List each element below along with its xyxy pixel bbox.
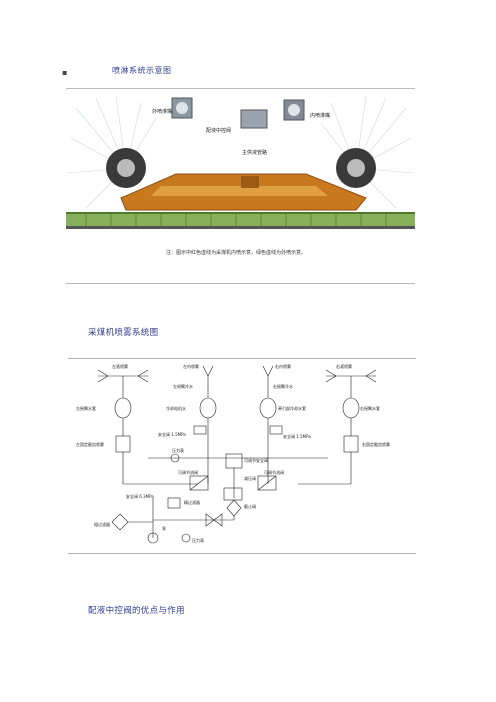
callout-outer-nozzle: 外喷淋嘴 <box>152 108 172 115</box>
label-right-spray: 右滚喷雾 <box>336 363 352 369</box>
label-safety-right: 安全阀 1.5MPa <box>283 433 311 439</box>
heading-spray-system: 喷淋系统示意图 <box>112 66 172 75</box>
label-inner-left: 左内喷雾 <box>183 363 199 369</box>
label-mid-left-water2: 左摇臂冷水 <box>173 383 193 389</box>
label-filter-mid: 精过滤器 <box>184 499 200 505</box>
bullet: ▪ <box>62 68 68 77</box>
label-safety-left: 安全阀 1.5MPa <box>158 431 186 437</box>
label-reducer-right: 可调节流阀 <box>264 469 284 475</box>
label-pump: 泵 <box>162 526 166 531</box>
spray-hydraulic-diagram: 左滚喷雾 左内喷雾 右内喷雾 右滚喷雾 左摇臂水套 左摇臂冷水 冷却电机水 右摇… <box>68 358 416 554</box>
heading-valve-advantages: 配液中控阀的优点与作用 <box>88 606 185 616</box>
label-left-spray: 左滚喷雾 <box>112 363 128 369</box>
heading-shearer-spray: 采煤机喷雾系统图 <box>88 328 159 338</box>
spray-system-figure: 外喷淋嘴 配液中控阀 内喷淋嘴 主供液管路 注：图示中红色虚线为采煤机内喷示意，… <box>66 88 415 284</box>
label-adjust-valve: 可调节安全阀 <box>244 457 268 463</box>
callout-main-pipe: 主供液管路 <box>242 149 267 156</box>
label-inner-right: 右内喷雾 <box>275 363 291 369</box>
label-mid-right-water2: 牵引部冷却水套 <box>278 405 306 411</box>
label-stop-valve: 截止阀 <box>244 503 256 509</box>
label-pressure-gauge-bottom: 压力表 <box>192 537 204 543</box>
label-safety-bottom: 安全阀 6.3MPa <box>126 493 154 499</box>
callout-control-valve: 配液中控阀 <box>206 127 231 134</box>
label-mid-left-water: 冷却电机水 <box>166 405 186 411</box>
figure-note: 注：图示中红色虚线为采煤机内喷示意，绿色虚线为外喷示意。 <box>166 249 306 256</box>
label-reducer-mid: 减压阀 <box>244 475 256 481</box>
callout-inner-nozzle: 内喷淋嘴 <box>310 112 330 119</box>
label-mid-right-water: 右摇臂冷水 <box>273 383 293 389</box>
label-right-filter: 右固定截齿喷雾 <box>362 441 390 447</box>
label-left-drum-water: 左摇臂水套 <box>76 405 96 411</box>
label-left-filter: 左固定截齿喷雾 <box>76 441 104 447</box>
label-reducer-left: 可调节流阀 <box>178 469 198 475</box>
label-right-drum-water: 右摇臂水套 <box>360 405 380 411</box>
label-pressure-gauge-top: 压力表 <box>172 447 184 453</box>
label-water-filter: 粗过滤器 <box>94 521 110 527</box>
